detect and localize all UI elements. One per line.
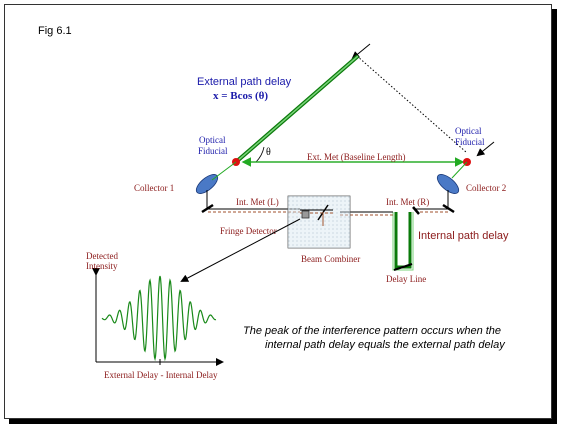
int-met-r-label: Int. Met (R) [386, 197, 429, 207]
collector-2-label: Collector 2 [466, 183, 506, 193]
internal-path-delay-label: Internal path delay [418, 230, 509, 242]
wavefront-dotted-line [356, 55, 467, 153]
fringe-detector-label: Fringe Detector [220, 226, 277, 236]
delay-mirror-top [412, 206, 420, 215]
delay-line-path [394, 212, 412, 269]
collector-2-mirror [436, 174, 460, 194]
theta-label: θ [266, 147, 271, 158]
beam-combiner-label: Beam Combiner [301, 254, 360, 264]
mirror-left [201, 203, 214, 214]
incoming-ray-right [476, 141, 495, 157]
collector-1-label: Collector 1 [134, 183, 174, 193]
x-axis-label: External Delay - Internal Delay [104, 370, 218, 380]
beam-combiner-box [287, 195, 351, 249]
caption: The peak of the interference pattern occ… [243, 325, 506, 351]
delay-line-label: Delay Line [386, 274, 426, 284]
fiducial-right-label: Optical Fiducial [455, 126, 485, 147]
interference-fringe-pattern [101, 275, 217, 362]
int-met-l-label: Int. Met (L) [236, 197, 279, 207]
external-delay-formula: x = Bcos (θ) [213, 90, 268, 102]
theta-arc [255, 146, 265, 163]
delay-mirror-bottom [393, 263, 413, 271]
detector-to-plot-arrow [180, 218, 301, 282]
mirror-right [442, 203, 455, 214]
detected-intensity-label: Detected Intensity [86, 251, 120, 271]
ext-met-label: Ext. Met (Baseline Length) [307, 152, 405, 162]
figure-label: Fig 6.1 [38, 25, 72, 37]
external-delay-title: External path delay [197, 76, 292, 88]
fringe-detector-element [301, 210, 310, 219]
fiducial-left-label: Optical Fiducial [198, 135, 228, 156]
